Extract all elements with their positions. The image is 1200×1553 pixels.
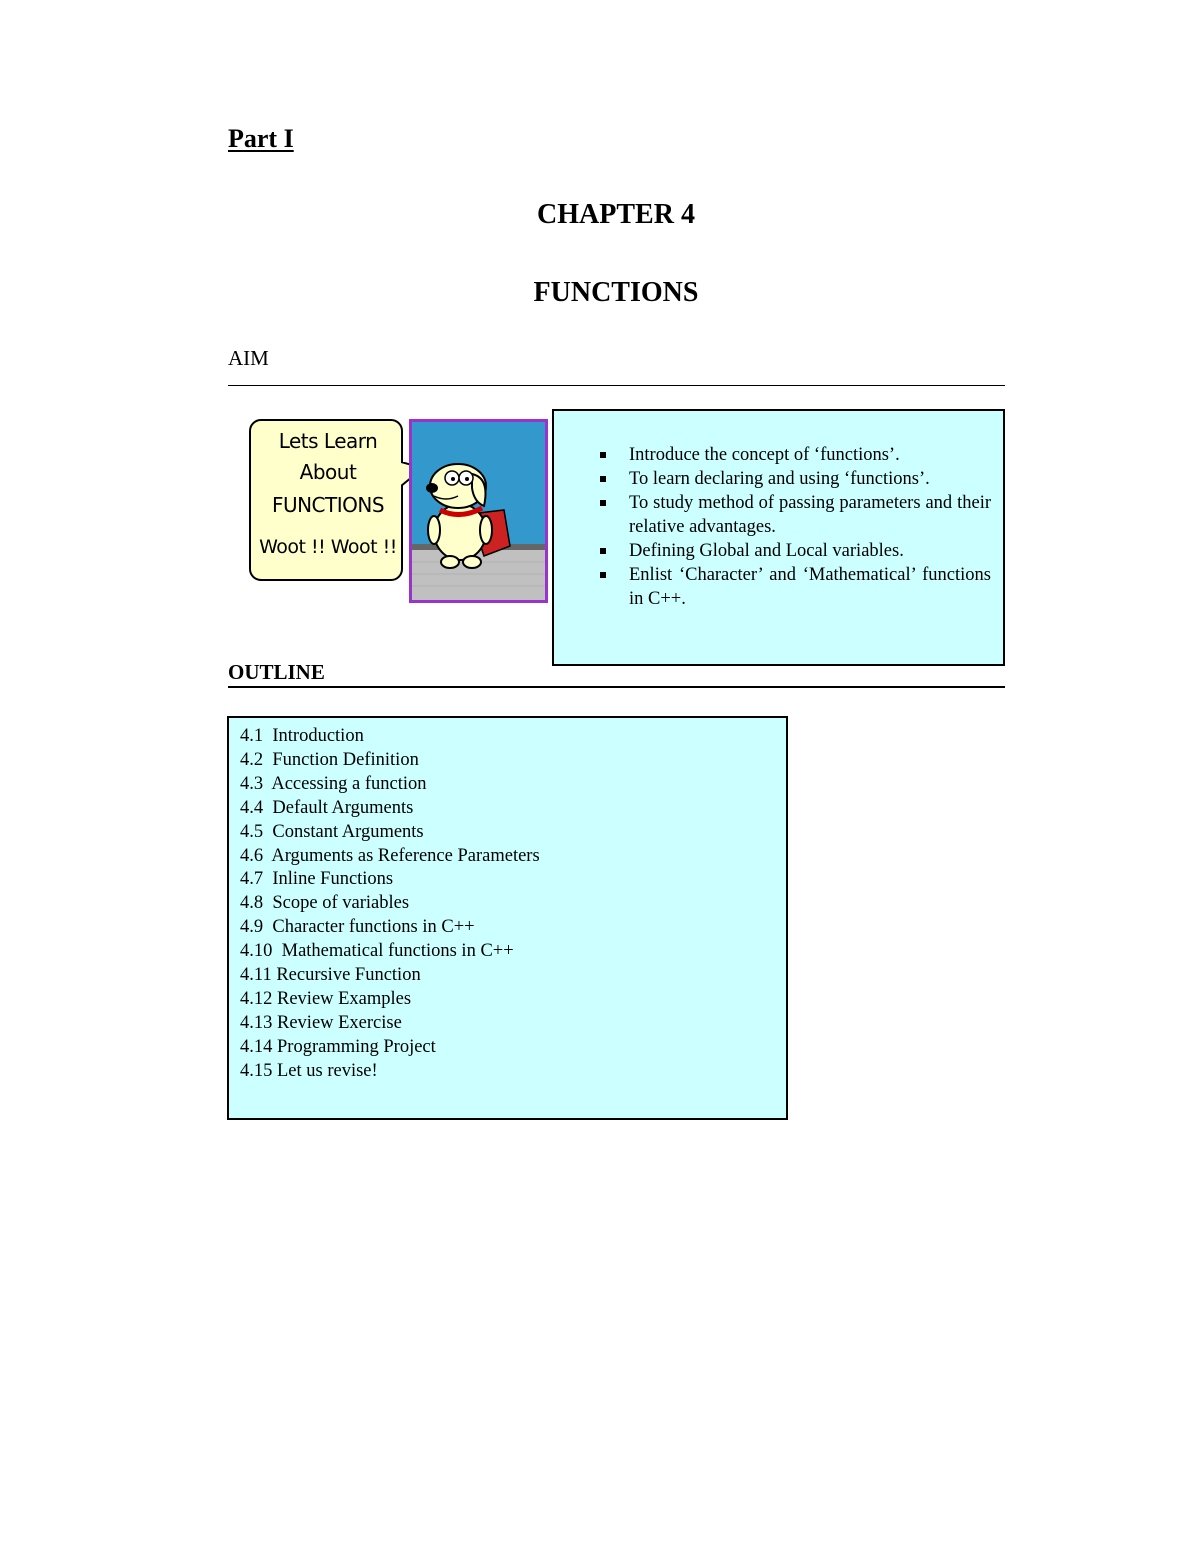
aim-item: To study method of passing parameters an… <box>597 491 991 539</box>
outline-item: 4.7 Inline Functions <box>240 869 394 890</box>
outline-item: 4.5 Constant Arguments <box>240 821 424 842</box>
bullet-icon <box>600 452 606 458</box>
aim-item: Introduce the concept of ‘functions’. <box>597 443 991 467</box>
aim-item-text: Introduce the concept of ‘functions’. <box>629 445 900 465</box>
aim-item-text: To learn declaring and using ‘functions’… <box>629 469 930 489</box>
outline-item: 4.6 Arguments as Reference Parameters <box>240 845 540 866</box>
outline-item: 4.4 Default Arguments <box>240 797 414 818</box>
aim-item: To learn declaring and using ‘functions’… <box>597 467 991 491</box>
dog-illustration <box>409 419 548 603</box>
outline-heading: OUTLINE <box>228 660 325 684</box>
speech-bubble: Lets Learn About FUNCTIONS Woot !! Woot … <box>249 419 403 581</box>
outline-item: 4.3 Accessing a function <box>240 773 427 794</box>
outline-item: 4.12 Review Examples <box>240 988 412 1009</box>
outline-item: 4.15 Let us revise! <box>240 1060 378 1081</box>
bubble-line-2: About <box>299 460 357 484</box>
outline-item: 4.8 Scope of variables <box>240 893 410 914</box>
outline-item: 4.11 Recursive Function <box>240 965 421 986</box>
chapter-title: FUNCTIONS <box>533 277 699 308</box>
outline-divider <box>228 686 1005 688</box>
aim-list: Introduce the concept of ‘functions’. To… <box>597 443 991 611</box>
aim-box <box>552 409 1005 666</box>
outline-list: 4.1 Introduction 4.2 Function Definition… <box>240 725 540 1084</box>
aim-item-text: To study method of passing parameters an… <box>629 493 991 537</box>
outline-item: 4.9 Character functions in C++ <box>240 917 475 938</box>
chapter-number: CHAPTER 4 <box>537 199 695 230</box>
outline-box <box>227 716 788 1120</box>
aim-item: Defining Global and Local variables. <box>597 539 991 563</box>
aim-item: Enlist ‘Character’ and ‘Mathematical’ fu… <box>597 563 991 611</box>
aim-divider <box>228 385 1005 386</box>
bullet-icon <box>600 476 606 482</box>
aim-heading: AIM <box>228 346 269 370</box>
outline-item: 4.2 Function Definition <box>240 749 419 770</box>
bullet-icon <box>600 572 606 578</box>
bubble-line-1: Lets Learn <box>278 429 378 453</box>
outline-item: 4.14 Programming Project <box>240 1036 436 1057</box>
bullet-icon <box>600 548 606 554</box>
bubble-line-4: Woot !! Woot !! <box>259 536 397 558</box>
outline-item: 4.13 Review Exercise <box>240 1012 402 1033</box>
outline-item: 4.1 Introduction <box>240 726 364 746</box>
dog-cartoon-icon <box>412 422 545 600</box>
aim-item-text: Defining Global and Local variables. <box>629 541 904 561</box>
bubble-line-3: FUNCTIONS <box>271 493 385 517</box>
part-label: Part I <box>228 124 294 153</box>
outline-item: 4.10 Mathematical functions in C++ <box>240 941 514 962</box>
bullet-icon <box>600 500 606 506</box>
aim-item-text: Enlist ‘Character’ and ‘Mathematical’ fu… <box>629 565 991 609</box>
